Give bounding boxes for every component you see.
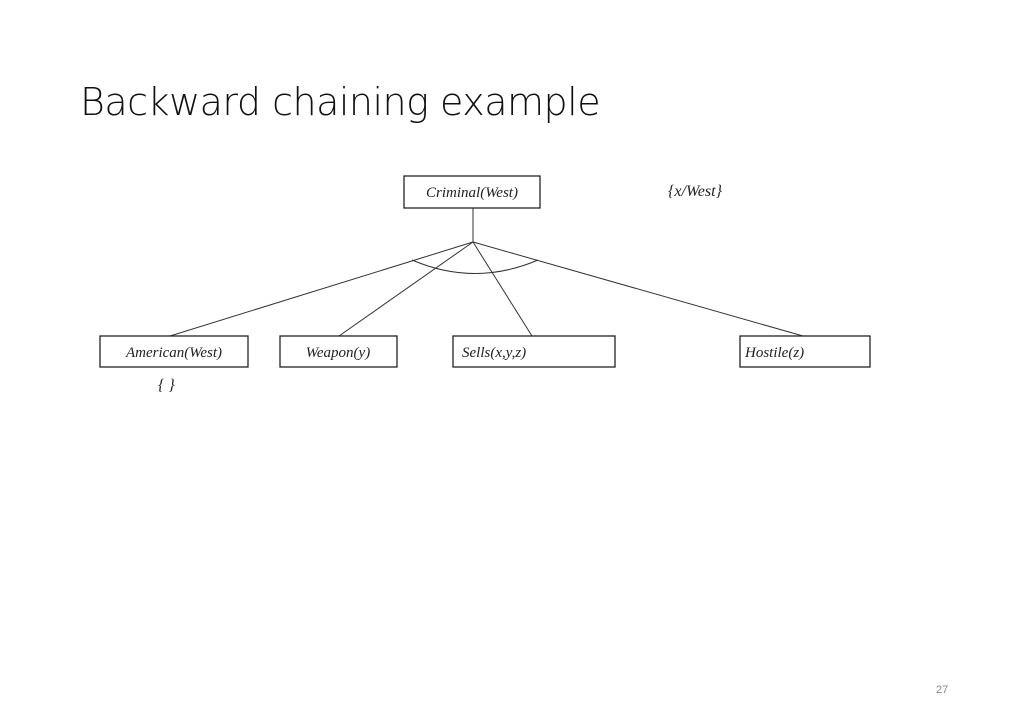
node-label: American(West)	[125, 345, 222, 361]
node-label: Hostile(z)	[744, 345, 804, 361]
american-substitution: { }	[158, 377, 175, 394]
conjunction-arc	[411, 259, 539, 274]
node-sells-xyz: Sells(x,y,z)	[452, 335, 616, 368]
node-weapon-y: Weapon(y)	[279, 335, 398, 368]
node-label: Criminal(West)	[426, 185, 518, 201]
edge-to-sells	[472, 241, 533, 337]
root-substitution: {x/West}	[668, 183, 723, 200]
node-hostile-z: Hostile(z)	[739, 335, 871, 368]
edge-to-hostile	[472, 241, 804, 337]
node-label: Weapon(y)	[306, 345, 370, 361]
slide-number: 27	[936, 684, 949, 696]
node-criminal-west: Criminal(West)	[403, 175, 541, 209]
edge-to-american	[169, 241, 474, 337]
node-american-west: American(West)	[99, 335, 249, 368]
slide-title: Backward chaining example	[80, 80, 601, 124]
node-label: Sells(x,y,z)	[462, 345, 526, 361]
edge-to-weapon	[338, 241, 474, 337]
